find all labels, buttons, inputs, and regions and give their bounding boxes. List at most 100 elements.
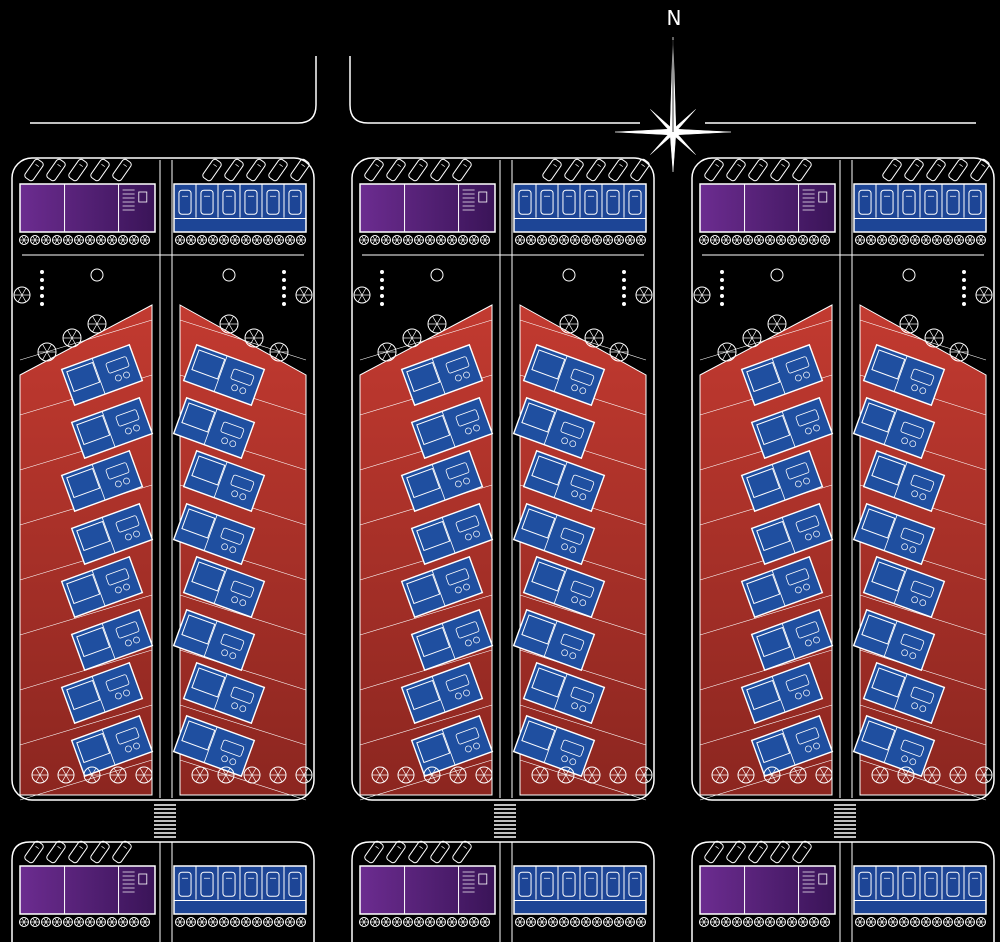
house-unit xyxy=(60,343,144,407)
house-unit xyxy=(512,396,596,460)
tree-icon xyxy=(548,917,558,927)
tree-icon xyxy=(118,235,128,245)
house-unit xyxy=(740,449,824,513)
tree-icon xyxy=(742,328,762,348)
car-icon xyxy=(222,189,236,215)
car-icon xyxy=(748,840,768,864)
tree-icon xyxy=(603,235,613,245)
tree-icon xyxy=(252,235,262,245)
tree-icon xyxy=(83,766,101,784)
car-icon xyxy=(222,871,236,897)
tree-icon xyxy=(118,917,128,927)
tree-icon xyxy=(285,235,295,245)
tree-icon xyxy=(62,328,82,348)
tree-icon xyxy=(425,235,435,245)
tree-icon xyxy=(425,917,435,927)
house-unit xyxy=(852,502,936,566)
car-icon xyxy=(68,840,88,864)
tree-icon xyxy=(175,235,185,245)
house-unit xyxy=(852,396,936,460)
car-icon xyxy=(880,871,894,897)
tree-icon xyxy=(732,917,742,927)
house-unit xyxy=(60,555,144,619)
car-icon xyxy=(68,158,88,182)
tree-icon xyxy=(765,917,775,927)
car-icon xyxy=(748,158,768,182)
car-icon xyxy=(770,158,790,182)
tree-icon xyxy=(965,235,975,245)
tree-icon xyxy=(447,917,457,927)
car-icon xyxy=(408,840,428,864)
tree-icon xyxy=(581,235,591,245)
house-unit xyxy=(182,449,266,513)
tree-icon xyxy=(767,314,787,334)
tree-icon xyxy=(888,917,898,927)
tree-icon xyxy=(820,235,830,245)
commercial-building xyxy=(699,183,836,233)
house-unit xyxy=(410,502,494,566)
road-edge xyxy=(30,56,317,124)
house-unit xyxy=(750,608,834,672)
tree-icon xyxy=(721,917,731,927)
tree-icon xyxy=(469,917,479,927)
house-unit xyxy=(182,555,266,619)
tree-icon xyxy=(274,235,284,245)
tree-icon xyxy=(447,235,457,245)
tree-icon xyxy=(699,235,709,245)
car-icon xyxy=(628,871,642,897)
tree-icon xyxy=(475,766,493,784)
house-unit xyxy=(862,661,946,725)
house-unit xyxy=(740,661,824,725)
car-icon xyxy=(606,189,620,215)
commercial-building xyxy=(19,183,156,233)
tree-icon xyxy=(263,917,273,927)
car-icon xyxy=(112,840,132,864)
tree-icon xyxy=(107,917,117,927)
tree-icon xyxy=(96,917,106,927)
car-icon xyxy=(518,871,532,897)
tree-icon xyxy=(798,917,808,927)
car-icon xyxy=(288,871,302,897)
tree-icon xyxy=(244,328,264,348)
tree-icon xyxy=(191,766,209,784)
tree-icon xyxy=(480,235,490,245)
tree-icon xyxy=(949,766,967,784)
house-unit xyxy=(182,661,266,725)
house-unit xyxy=(172,714,256,778)
house-unit xyxy=(70,608,154,672)
car-icon xyxy=(924,871,938,897)
urban-block xyxy=(691,157,995,942)
tree-icon xyxy=(932,235,942,245)
tree-icon xyxy=(414,917,424,927)
tree-icon xyxy=(403,917,413,927)
tree-icon xyxy=(592,917,602,927)
tree-icon xyxy=(609,342,629,362)
tree-icon xyxy=(871,766,889,784)
car-icon xyxy=(112,158,132,182)
house-unit xyxy=(172,502,256,566)
tree-icon xyxy=(603,917,613,927)
road-edge xyxy=(349,56,640,124)
tree-icon xyxy=(449,766,467,784)
house-unit xyxy=(740,343,824,407)
car-icon xyxy=(46,158,66,182)
car-icon xyxy=(430,840,450,864)
tree-icon xyxy=(526,235,536,245)
tree-icon xyxy=(414,235,424,245)
car-icon xyxy=(606,871,620,897)
tree-icon xyxy=(241,235,251,245)
car-icon xyxy=(224,158,244,182)
tree-icon xyxy=(581,917,591,927)
tree-icon xyxy=(219,235,229,245)
tree-icon xyxy=(41,235,51,245)
tree-icon xyxy=(31,766,49,784)
house-unit xyxy=(410,714,494,778)
tree-icon xyxy=(19,917,29,927)
house-unit xyxy=(862,555,946,619)
tree-icon xyxy=(537,235,547,245)
tree-icon xyxy=(636,235,646,245)
tree-icon xyxy=(559,235,569,245)
tree-icon xyxy=(129,235,139,245)
house-unit xyxy=(750,396,834,460)
house-unit xyxy=(522,555,606,619)
